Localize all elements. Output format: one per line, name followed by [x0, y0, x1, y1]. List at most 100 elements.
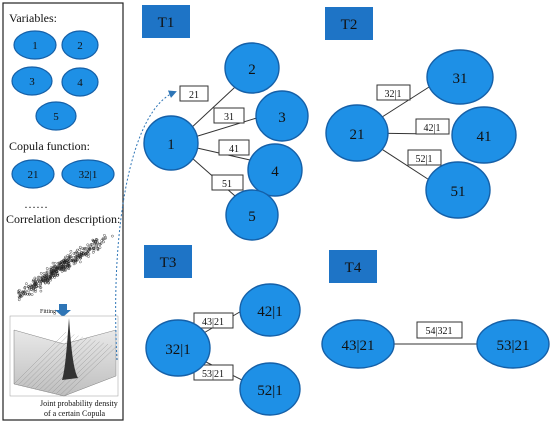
scatter-point [94, 240, 97, 244]
scatter-plot-image [11, 228, 115, 303]
scatter-point [64, 260, 67, 263]
scatter-point [44, 277, 48, 281]
scatter-point [39, 282, 43, 285]
scatter-point [41, 276, 44, 279]
scatter-point [25, 282, 28, 286]
scatter-point [33, 282, 36, 286]
variable-node-label: 3 [29, 76, 35, 88]
tree-node: 21 [325, 104, 389, 162]
scatter-point [68, 255, 71, 259]
scatter-point [39, 283, 43, 286]
scatter-point [79, 256, 82, 260]
tree-node-label: 43|21 [341, 338, 374, 354]
scatter-point [93, 247, 96, 250]
scatter-point [66, 263, 70, 266]
scatter-point [63, 268, 67, 271]
tree-node-label: 4 [271, 164, 279, 180]
variables-heading: Variables: [9, 11, 57, 25]
scatter-point [82, 251, 86, 254]
edge-label: 41 [229, 144, 239, 155]
scatter-point [83, 247, 86, 250]
scatter-point [29, 283, 33, 287]
tree-node-label: 42|1 [257, 304, 283, 320]
scatter-point [51, 269, 55, 273]
scatter-point [78, 253, 81, 256]
scatter-point [58, 262, 62, 266]
scatter-point [30, 293, 34, 296]
scatter-point [45, 267, 49, 270]
scatter-point [88, 246, 91, 250]
scatter-point [27, 289, 30, 293]
scatter-point [103, 237, 107, 240]
ellipsis: …… [24, 197, 48, 211]
scatter-point [60, 270, 64, 273]
scatter-point [17, 291, 20, 295]
scatter-point [96, 246, 100, 250]
edge-label: 51 [222, 179, 232, 190]
scatter-point [53, 274, 56, 277]
correlation-heading: Correlation description: [6, 212, 120, 226]
copula-example-32-1: 32|1 [61, 159, 115, 189]
tree-node: 3 [255, 90, 309, 142]
scatter-point [19, 293, 23, 297]
scatter-point [39, 289, 43, 293]
edge-label: 42|1 [423, 123, 440, 134]
scatter-point [48, 268, 52, 272]
scatter-point [36, 280, 40, 284]
surface-mesh-line [13, 331, 67, 385]
surface-mesh-line [30, 336, 83, 389]
density-caption-line1: Joint probability density [40, 399, 118, 408]
tree-title: T3 [160, 255, 177, 271]
scatter-point [36, 284, 40, 287]
scatter-point [87, 252, 91, 256]
surface-mesh-line [34, 337, 88, 390]
tree-title: T2 [341, 17, 358, 33]
tree-node-label: 41 [477, 129, 492, 145]
tree-node-label: 31 [453, 71, 468, 87]
tree-node: 4 [247, 143, 303, 197]
scatter-point [40, 279, 44, 282]
scatter-point [91, 247, 95, 250]
scatter-point [86, 249, 90, 253]
tree-node: 43|21 [321, 319, 395, 369]
scatter-point [51, 270, 55, 274]
scatter-point [74, 261, 77, 265]
tree-node: 51 [425, 161, 491, 219]
variable-node-5: 5 [35, 101, 77, 131]
scatter-point [71, 258, 74, 262]
edge-label-box: 32|1 [376, 84, 411, 101]
scatter-point [92, 245, 96, 249]
scatter-point [47, 273, 50, 277]
scatter-point [88, 248, 92, 251]
down-arrow-icon [55, 304, 71, 317]
variable-node-4: 4 [61, 67, 99, 97]
scatter-point [21, 293, 25, 297]
density-caption-line2: of a certain Copula [44, 409, 106, 418]
tree-node-label: 1 [167, 137, 175, 153]
scatter-point [43, 274, 46, 278]
scatter-point [103, 233, 106, 237]
edge-label-box: 52|1 [407, 149, 442, 166]
scatter-point [59, 267, 63, 270]
tree-node: 2 [224, 42, 280, 94]
scatter-point [83, 253, 87, 257]
tree-node: 1 [143, 115, 199, 171]
scatter-point [31, 284, 34, 288]
scatter-point [33, 283, 36, 287]
scatter-point [73, 251, 77, 255]
tree-t4: T4 54|321 43|21 53|21 [321, 250, 550, 369]
edge-label-box: 21 [179, 85, 209, 102]
edge-label-box: 43|21 [193, 312, 234, 329]
scatter-point [37, 280, 41, 283]
edge-label-box: 51 [211, 174, 244, 191]
scatter-point [63, 266, 67, 270]
scatter-point [47, 281, 50, 284]
scatter-point [41, 279, 45, 282]
scatter-point [33, 282, 37, 286]
scatter-point [89, 244, 92, 248]
scatter-point [56, 273, 60, 277]
scatter-point [65, 261, 69, 265]
scatter-point [86, 250, 90, 254]
scatter-point [56, 272, 60, 276]
tree-node: 53|21 [476, 319, 550, 369]
